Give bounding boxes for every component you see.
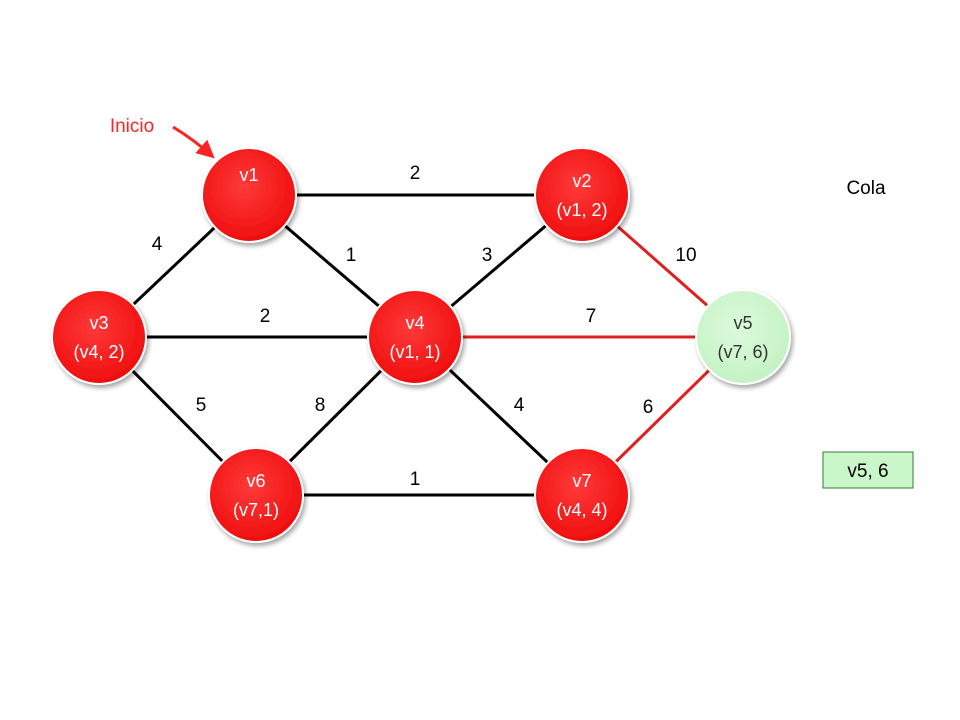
node-label-v5: v5 <box>733 313 752 333</box>
node-sublabel-v6: (v7,1) <box>233 500 279 520</box>
nodes-layer: v1 v2 (v1, 2) v3 (v4, 2) v4 (v1, 1) v5 (v7, 6) v6… <box>51 147 791 543</box>
edge-weight-v4-v5: 7 <box>586 306 597 327</box>
node-sublabel-v7: (v4, 4) <box>556 500 607 520</box>
edge-weights-layer: 2 4 1 3 10 2 7 5 8 4 6 1 <box>152 163 697 490</box>
node-v4: v4 (v1, 1) <box>367 289 463 385</box>
annotations-layer: Inicio Cola <box>110 116 886 199</box>
edge-weight-v1-v4: 1 <box>346 245 357 266</box>
node-circle-v6 <box>208 447 304 543</box>
node-label-v7: v7 <box>572 471 591 491</box>
queue-item-box <box>822 451 914 489</box>
node-sublabel-v3: (v4, 2) <box>73 342 124 362</box>
node-circle-v7 <box>534 447 630 543</box>
edge-weight-v3-v6: 5 <box>196 395 207 416</box>
node-circle-v3 <box>51 289 147 385</box>
node-v3: v3 (v4, 2) <box>51 289 147 385</box>
edge-weight-v1-v2: 2 <box>410 163 421 184</box>
node-v7: v7 (v4, 4) <box>534 447 630 543</box>
edge-weight-v3-v4: 2 <box>260 306 271 327</box>
edge-weight-v7-v5: 6 <box>643 397 654 418</box>
queue-list: v5, 6 <box>822 451 914 489</box>
node-label-v1: v1 <box>239 165 258 185</box>
edge-weight-v6-v7: 1 <box>410 469 421 490</box>
node-circle-v5 <box>695 289 791 385</box>
edge-weight-v1-v3: 4 <box>152 234 163 255</box>
node-label-v6: v6 <box>246 471 265 491</box>
node-circle-v4 <box>367 289 463 385</box>
node-sublabel-v2: (v1, 2) <box>556 200 607 220</box>
node-v1: v1 <box>201 147 297 243</box>
start-arrow-icon <box>172 125 215 159</box>
node-circle-v2 <box>534 147 630 243</box>
node-circle-v1 <box>201 147 297 243</box>
node-sublabel-v4: (v1, 1) <box>389 342 440 362</box>
node-label-v2: v2 <box>572 171 591 191</box>
edge-weight-v6-v4: 8 <box>315 395 326 416</box>
edge-weight-v2-v5: 10 <box>675 245 696 266</box>
edge-weight-v4-v7: 4 <box>514 395 525 416</box>
node-v6: v6 (v7,1) <box>208 447 304 543</box>
queue-label: Cola <box>846 178 886 199</box>
start-label: Inicio <box>110 116 154 137</box>
node-sublabel-v5: (v7, 6) <box>717 342 768 362</box>
node-v5: v5 (v7, 6) <box>695 289 791 385</box>
queue-item-label: v5, 6 <box>847 461 888 482</box>
node-v2: v2 (v1, 2) <box>534 147 630 243</box>
node-label-v3: v3 <box>89 313 108 333</box>
node-label-v4: v4 <box>405 313 424 333</box>
edge-weight-v4-v2: 3 <box>482 245 493 266</box>
